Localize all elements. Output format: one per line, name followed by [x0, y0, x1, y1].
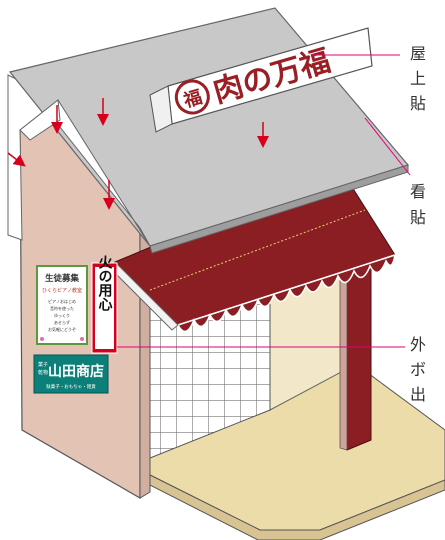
recruit-poster-subtitle: ひくらピアノ教室	[42, 287, 82, 294]
recruit-poster-line: ゆっくり	[54, 312, 70, 318]
poster-flower	[80, 337, 84, 341]
recruit-poster-line: あせらず	[54, 319, 70, 325]
shop-sign-small: 乾物	[38, 369, 48, 376]
roof-fold-flap	[19, 99, 61, 141]
fold-arrow	[7, 152, 26, 167]
recruit-poster-line: ピアノおはじめ	[48, 298, 76, 304]
fire-notice-text: 火の用心	[97, 255, 113, 312]
recruit-poster-line: 音符を使った	[50, 305, 74, 311]
shop-sign-sub: 駄菓子・おもちゃ・雑貨	[46, 383, 96, 390]
awning-scallop	[176, 253, 397, 333]
label-wall-1: 外	[410, 335, 427, 354]
shop-sign-small: 菓子	[38, 361, 48, 368]
floor-front-edge	[139, 469, 445, 540]
leader-line-sign	[364, 117, 411, 176]
label-roof-1: 屋	[410, 44, 427, 63]
label-sign-1: 看	[410, 182, 427, 201]
recruit-poster: 生徒募集 ひくらピアノ教室 ピアノおはじめ 音符を使った ゆっくり あせらず お…	[36, 265, 88, 345]
recruit-poster-line: お気軽にどうぞ	[48, 326, 76, 332]
label-roof-3: 貼	[410, 94, 427, 113]
shop-sign: 菓子 乾物 山田商店 駄菓子・おもちゃ・雑貨	[33, 354, 109, 394]
signboard-logo-circle	[174, 79, 210, 115]
label-sign-2: 貼	[410, 208, 427, 227]
label-wall-3: 出	[410, 385, 427, 404]
label-wall-2: ボ	[410, 360, 427, 379]
poster-flower	[40, 337, 44, 341]
fire-notice: 火の用心	[91, 255, 118, 354]
recruit-poster-title: 生徒募集	[45, 273, 80, 284]
label-roof-2: 上	[410, 69, 427, 88]
shop-sign-name: 山田商店	[48, 363, 104, 380]
